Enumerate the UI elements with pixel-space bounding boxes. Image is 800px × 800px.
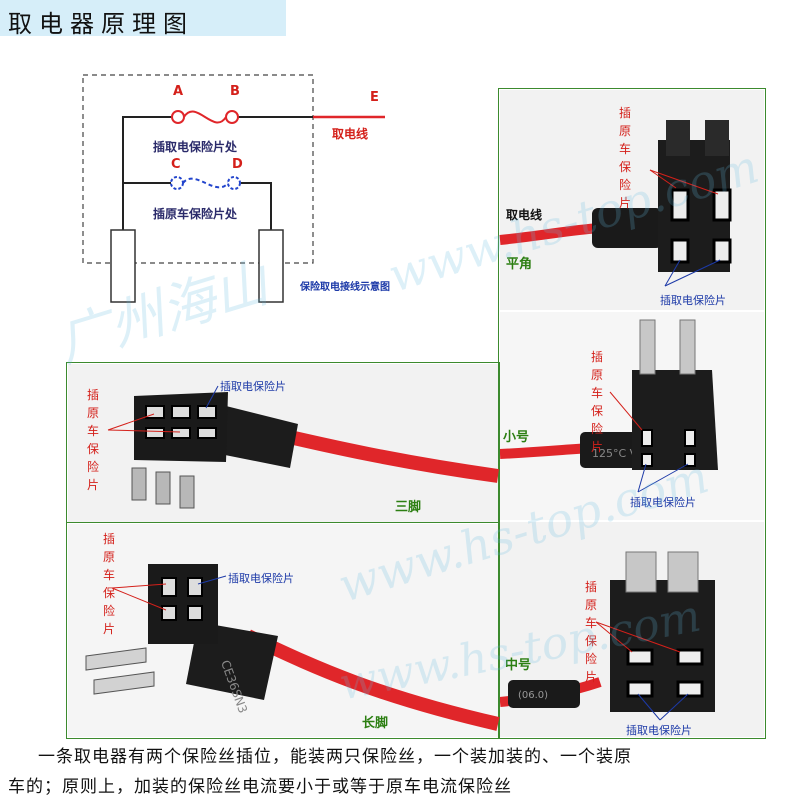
mini-body xyxy=(632,370,718,470)
fuse-ab-right-terminal xyxy=(225,110,239,124)
flat-slot-top2 xyxy=(712,188,732,222)
medium-blade-left xyxy=(625,551,657,593)
label-c: C xyxy=(171,157,181,172)
flat-fuse-tap-illustration xyxy=(499,120,732,287)
medium-cable-mark: (06.0) xyxy=(518,690,548,701)
three-pin-fuse-tap-illustration xyxy=(107,385,499,509)
medium-slot-1 xyxy=(626,648,654,666)
long-pin-blade-upper xyxy=(85,647,147,671)
footer-line-1: 一条取电器有两个保险丝插位，能装两只保险丝，一个装加装的、一个装原 xyxy=(38,747,632,767)
slot-original-label: 插原车保险片处 xyxy=(153,207,238,221)
three-pin-slot-5 xyxy=(171,427,191,439)
flat-wire-label: 取电线 xyxy=(506,208,543,222)
long-pin-name: 长脚 xyxy=(362,716,389,731)
flat-name: 平角 xyxy=(506,257,533,272)
mini-blade-left xyxy=(639,319,656,375)
label-e: E xyxy=(370,90,379,105)
long-pin-insert-power-label: 插取电保险片 xyxy=(228,572,294,585)
three-pin-blade-3 xyxy=(179,475,195,509)
flat-slot-bottom2 xyxy=(712,238,732,264)
medium-fuse-tap-illustration: (06.0) xyxy=(499,551,715,721)
fuse-ab-element xyxy=(183,110,227,124)
mini-blade-right xyxy=(679,319,696,375)
medium-slot-4 xyxy=(676,680,704,698)
mini-insert-power-label: 插取电保险片 xyxy=(630,496,696,509)
three-pin-slot-3 xyxy=(197,405,217,419)
schematic-wire-label: 取电线 xyxy=(332,127,369,141)
page-title: 取电器原理图 xyxy=(8,10,194,38)
medium-slot-3 xyxy=(626,680,654,698)
label-d: D xyxy=(232,157,243,172)
schematic-dashed-box xyxy=(82,74,314,264)
blade-right xyxy=(258,229,284,303)
flat-slot-top xyxy=(670,188,690,222)
medium-boot xyxy=(508,680,580,708)
long-pin-slot-3 xyxy=(161,605,177,621)
blade-left xyxy=(110,229,136,303)
label-a: A xyxy=(173,84,184,99)
three-pin-name: 三脚 xyxy=(395,500,422,515)
slot-power-label: 插取电保险片处 xyxy=(153,140,238,154)
three-pin-slot-4 xyxy=(145,427,165,439)
long-pin-slot-4 xyxy=(187,605,203,621)
three-pin-red-wire xyxy=(266,425,499,483)
three-pin-slot-2 xyxy=(171,405,191,419)
schematic-diagram xyxy=(82,74,385,303)
mini-name: 小号 xyxy=(503,430,530,445)
footer-line-2: 车的；原则上，加装的保险丝电流要小于或等于原车电流保险丝 xyxy=(8,777,512,797)
medium-slot-2 xyxy=(676,648,704,666)
mini-slot-3 xyxy=(641,453,653,467)
mini-slot-4 xyxy=(684,453,696,467)
three-pin-boot xyxy=(210,404,298,468)
panel-divider xyxy=(66,522,500,523)
fuse-cd-right-terminal xyxy=(227,176,241,190)
label-b: B xyxy=(230,84,240,99)
fuse-cd-element xyxy=(182,177,229,189)
three-pin-blade-1 xyxy=(131,467,147,501)
medium-insert-original-label: 插原车保险片 xyxy=(584,580,597,684)
long-pin-body xyxy=(148,564,218,644)
flat-slot-bottom xyxy=(670,238,690,264)
medium-name: 中号 xyxy=(505,658,532,673)
three-pin-insert-original-label: 插原车保险片 xyxy=(86,388,99,492)
mini-fuse-tap-illustration: 125°C VW-1 xyxy=(499,319,718,493)
fuse-cd-left-terminal xyxy=(170,176,184,190)
three-pin-slot-6 xyxy=(197,427,217,439)
panel-left-column xyxy=(66,362,500,739)
mini-slot-1 xyxy=(641,429,653,447)
flat-red-wire xyxy=(499,223,601,245)
mini-insert-original-label: 插原车保险片 xyxy=(590,350,603,454)
mini-red-wire xyxy=(499,443,591,459)
medium-insert-power-label: 插取电保险片 xyxy=(626,724,692,737)
panel-right-column xyxy=(498,88,766,739)
schematic-caption: 保险取电接线示意图 xyxy=(300,282,390,293)
flat-insert-original-label: 插原车保险片 xyxy=(618,106,631,210)
flat-boot xyxy=(592,208,662,248)
flat-insert-power-label: 插取电保险片 xyxy=(660,294,726,307)
long-pin-fuse-tap-illustration: CE36SN3 xyxy=(85,564,500,731)
mini-slot-2 xyxy=(684,429,696,447)
three-pin-insert-power-label: 插取电保险片 xyxy=(220,380,286,393)
title-bar: 取电器原理图 xyxy=(0,0,286,38)
long-pin-slot-2 xyxy=(187,577,203,597)
medium-blade-right xyxy=(667,551,699,593)
flat-blade-left xyxy=(666,120,690,156)
three-pin-blade-2 xyxy=(155,471,171,505)
long-pin-slot-1 xyxy=(161,577,177,597)
long-pin-insert-original-label: 插原车保险片 xyxy=(102,532,115,636)
schematic-mid-wire xyxy=(123,182,272,230)
long-pin-blade-lower xyxy=(93,671,155,695)
long-pin-red-wire xyxy=(245,629,500,731)
fuse-ab-left-terminal xyxy=(171,110,185,124)
flat-blade-right xyxy=(705,120,729,156)
